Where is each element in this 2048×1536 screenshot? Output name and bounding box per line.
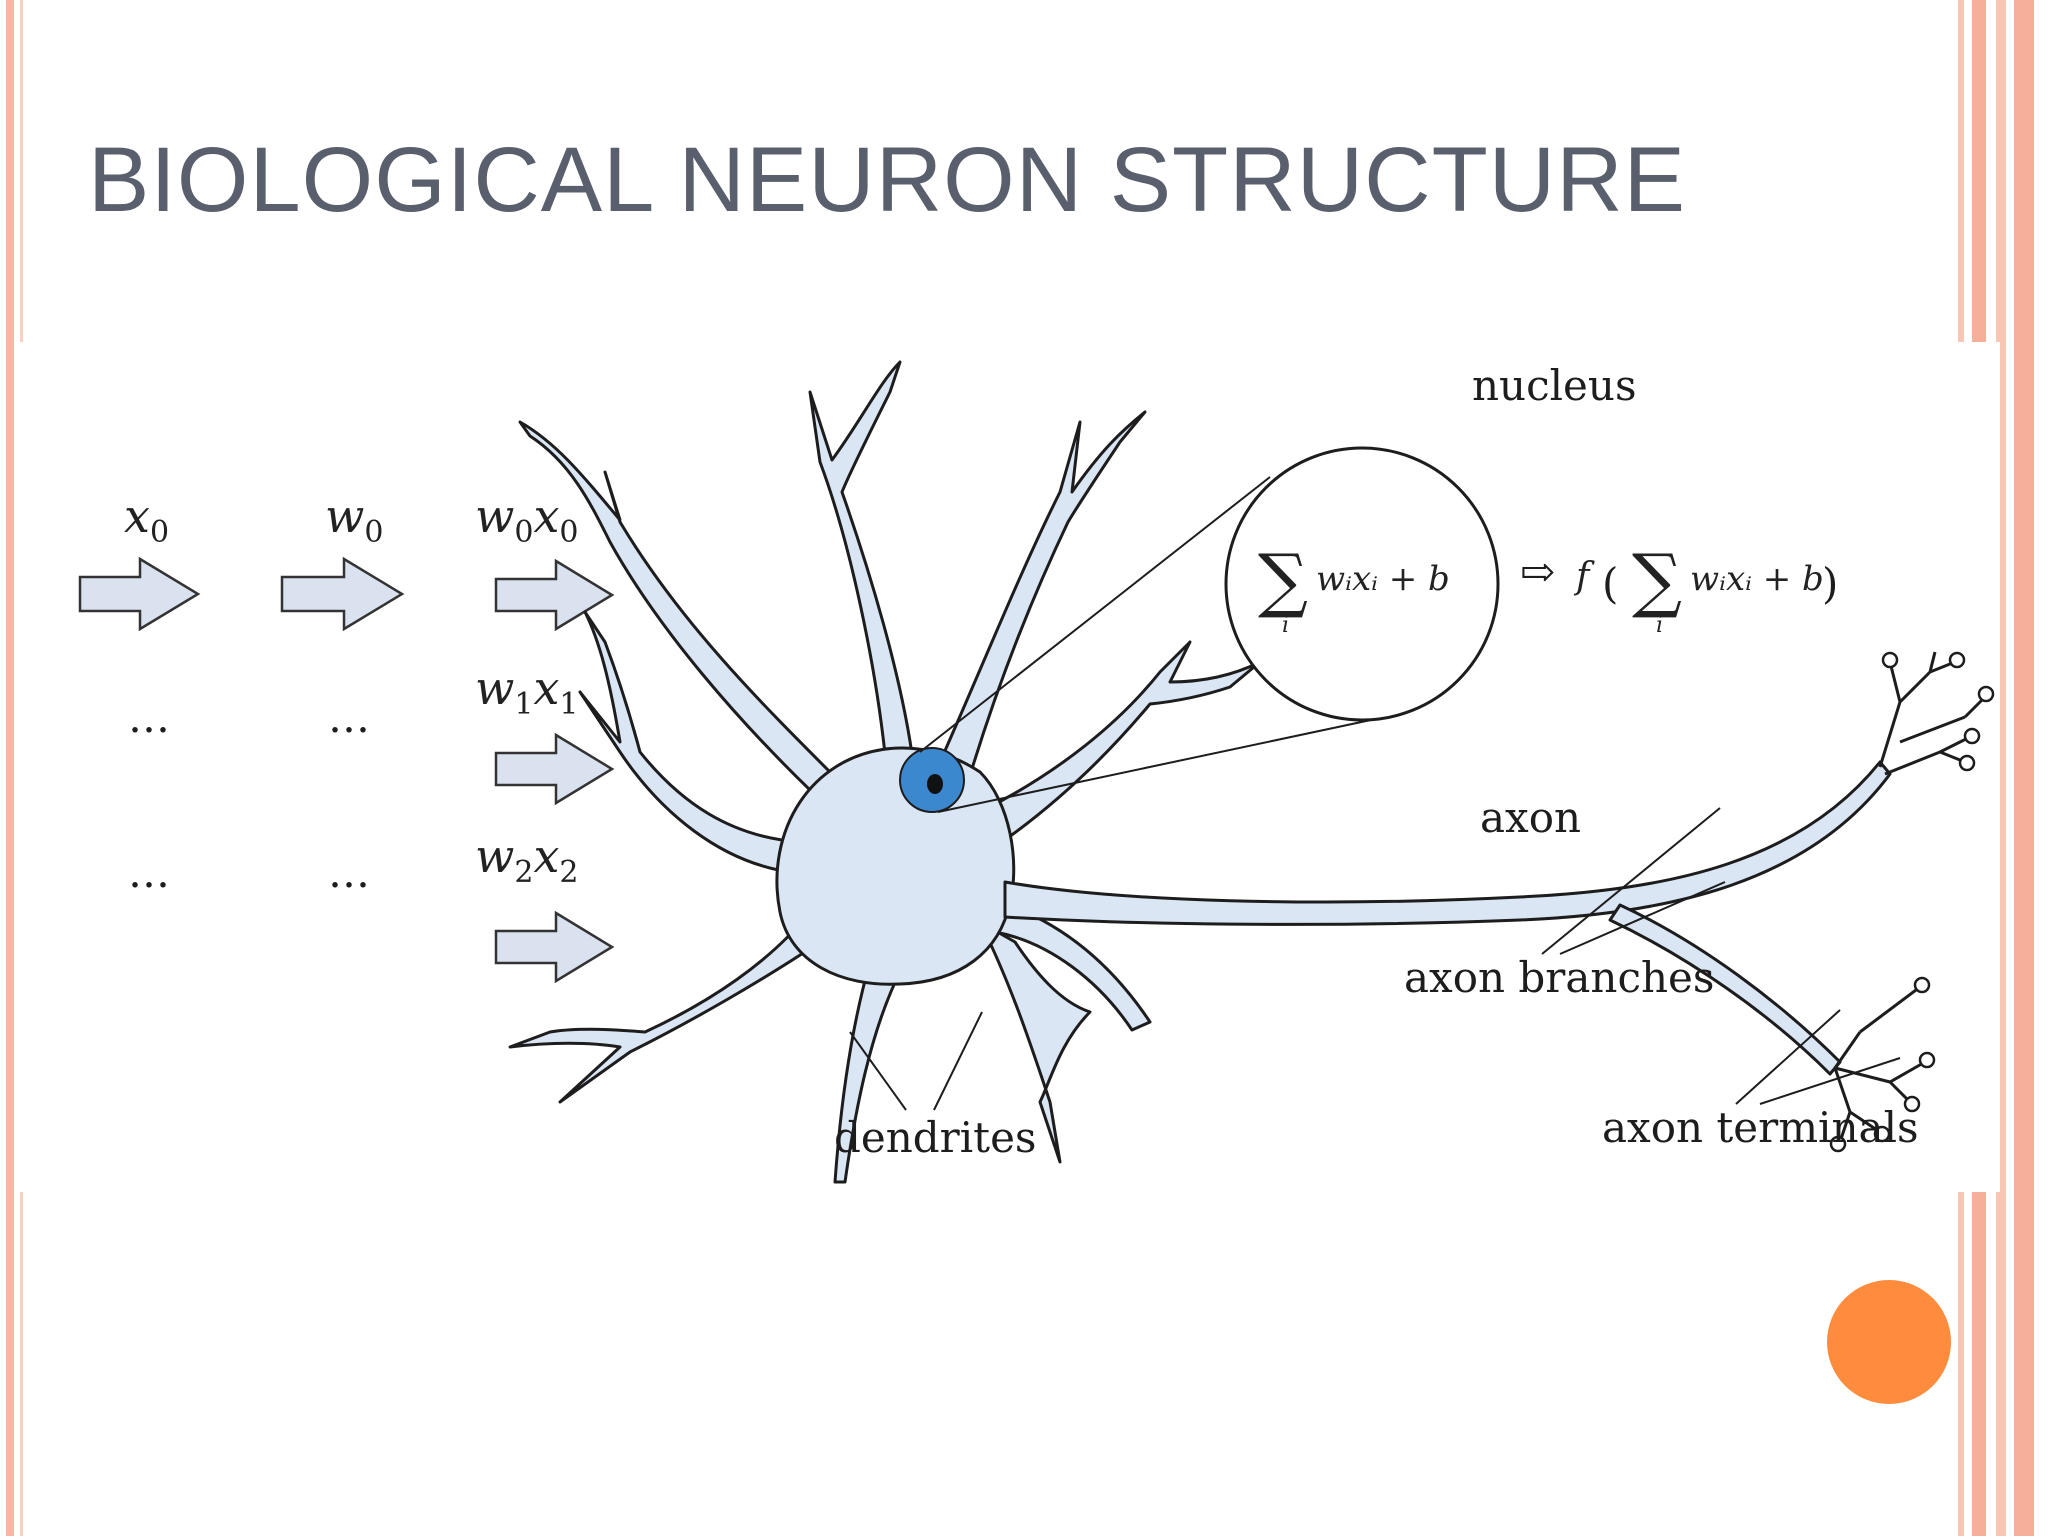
activation-formula: ⇨ f ( ∑ i wᵢxᵢ + b ) bbox=[1520, 539, 1838, 638]
w-ellipsis-2: … bbox=[328, 848, 370, 897]
input-column-x: x0 … … bbox=[78, 489, 201, 897]
terminal-button bbox=[1963, 727, 1981, 745]
label-dendrites: dendrites bbox=[834, 1113, 1036, 1162]
terminal-button bbox=[1977, 685, 1995, 703]
formula-circle bbox=[1224, 446, 1500, 722]
arrow-w1x1 bbox=[494, 732, 615, 806]
x-ellipsis-1: … bbox=[128, 693, 170, 742]
sum-formula: ∑ i wᵢxᵢ + b bbox=[1258, 539, 1450, 638]
dendrite-lower-right bbox=[978, 920, 1092, 1164]
axon-terminals-bottom bbox=[1833, 985, 1926, 1143]
terminal-button bbox=[1903, 1095, 1921, 1113]
axon-terminals-top bbox=[1878, 651, 1987, 776]
arrow-w2x2 bbox=[494, 910, 615, 984]
leader-branches-2 bbox=[1559, 881, 1726, 955]
open-paren: ( bbox=[1602, 559, 1618, 608]
sum-body: wᵢxᵢ + b bbox=[1316, 559, 1450, 599]
sum-index: i bbox=[1282, 613, 1289, 638]
right-border-stripe-3 bbox=[1996, 0, 2006, 1536]
leader-terminals-2 bbox=[1759, 1057, 1901, 1105]
dendrite-far-lower-right bbox=[993, 900, 1152, 1032]
sum-body-2: wᵢxᵢ + b bbox=[1690, 559, 1824, 599]
sum-symbol-2: ∑ bbox=[1632, 539, 1682, 621]
right-border-stripe-4 bbox=[2014, 0, 2034, 1536]
label-axon-terminals: axon terminals bbox=[1602, 1103, 1919, 1152]
dendrite-upper-right bbox=[938, 410, 1147, 784]
nucleolus bbox=[927, 774, 943, 794]
dendrite-left bbox=[578, 610, 802, 874]
w1x1-label: w1x1 bbox=[475, 661, 579, 722]
arrow-x0 bbox=[78, 556, 201, 632]
implies-arrow: ⇨ bbox=[1520, 547, 1555, 596]
neuron bbox=[508, 360, 1995, 1184]
sum-index-2: i bbox=[1656, 613, 1663, 638]
label-axon: axon bbox=[1480, 793, 1581, 842]
terminal-buttons bbox=[1829, 651, 1995, 1153]
terminal-button bbox=[1873, 1125, 1891, 1143]
w0x0-label: w0x0 bbox=[475, 489, 579, 550]
axon-branch-lower bbox=[1608, 903, 1842, 1076]
left-border-stripe bbox=[6, 0, 14, 1536]
zoom-line-top bbox=[919, 476, 1271, 753]
terminal-button bbox=[1881, 651, 1899, 669]
arrow-w0 bbox=[280, 556, 405, 632]
w0-label: w0 bbox=[325, 489, 383, 550]
dendrite-lower bbox=[833, 960, 902, 1184]
leader-lines bbox=[849, 807, 1901, 1111]
leader-terminals-1 bbox=[1735, 1009, 1841, 1105]
input-column-wx: w0x0 w1x1 w2x2 bbox=[475, 489, 615, 984]
w2x2-label: w2x2 bbox=[475, 829, 579, 890]
terminal-button bbox=[1948, 651, 1966, 669]
label-axon-branches: axon branches bbox=[1404, 953, 1714, 1002]
dendrite-lower-left bbox=[508, 910, 822, 1104]
zoom-line-bottom bbox=[937, 716, 1386, 813]
sum-symbol: ∑ bbox=[1258, 539, 1308, 621]
terminal-button bbox=[1829, 1135, 1847, 1153]
leader-dendrites-1 bbox=[849, 1031, 907, 1111]
figure-card bbox=[20, 342, 2000, 1192]
dendrite-upper bbox=[808, 360, 914, 756]
terminal-button bbox=[1958, 754, 1976, 772]
leader-branches-1 bbox=[1541, 807, 1721, 955]
close-paren: ) bbox=[1822, 559, 1838, 608]
slide-accent-dot bbox=[1827, 1280, 1951, 1404]
leader-dendrites-2 bbox=[933, 1011, 983, 1111]
axon-shaft bbox=[1003, 760, 1892, 926]
slide-title: BIOLOGICAL NEURON STRUCTURE bbox=[88, 129, 1687, 231]
dendrite-upper-left bbox=[518, 420, 832, 792]
input-column-w: w0 … … bbox=[280, 489, 405, 897]
terminal-button bbox=[1918, 1051, 1936, 1069]
arrow-w0x0 bbox=[494, 558, 615, 632]
activation-f: f bbox=[1573, 556, 1595, 597]
w-ellipsis-1: … bbox=[328, 693, 370, 742]
x0-label: x0 bbox=[124, 489, 169, 550]
neuron-diagram: x0 … … w0 … … w0x0 w1x1 w2x2 bbox=[78, 360, 1995, 1184]
x-ellipsis-2: … bbox=[128, 848, 170, 897]
label-nucleus: nucleus bbox=[1472, 361, 1637, 410]
terminal-button bbox=[1913, 976, 1931, 994]
